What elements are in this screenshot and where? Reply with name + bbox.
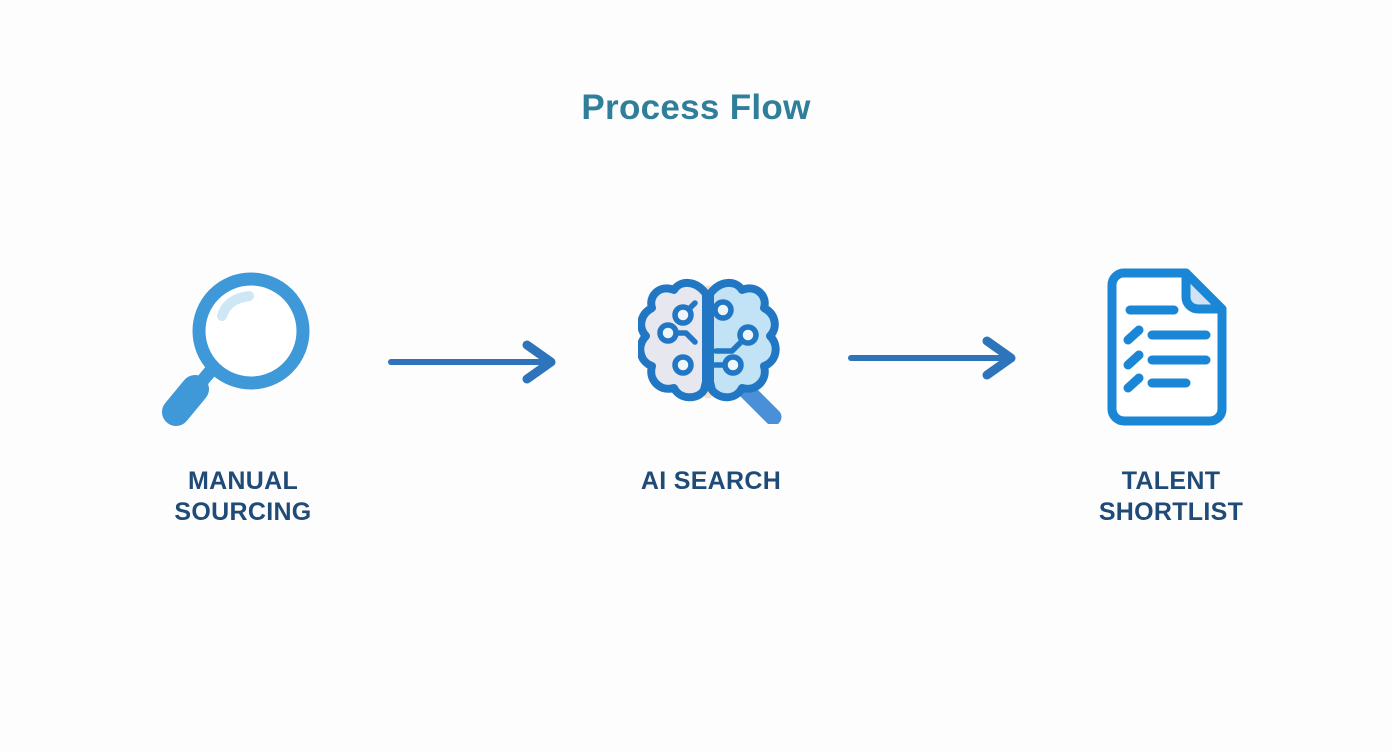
stage-label-line: MANUAL xyxy=(187,467,299,495)
stage-label-talent-shortlist: TALENT SHORTLIST xyxy=(1041,466,1301,528)
stage-label-line: SOURCING xyxy=(174,498,312,526)
right-arrow-icon xyxy=(848,336,1016,380)
stage-label-ai-search: AI SEARCH xyxy=(581,466,841,497)
stage-label-manual-sourcing: MANUAL SOURCING xyxy=(113,466,373,528)
stage-label-line: AI SEARCH xyxy=(640,467,782,495)
right-arrow-icon xyxy=(388,340,556,384)
ai-brain-magnifier-icon xyxy=(638,279,782,424)
document-checklist-icon xyxy=(1107,268,1227,426)
stage-label-line: TALENT xyxy=(1121,467,1221,495)
magnifying-glass-icon xyxy=(162,272,310,426)
stage-label-line: SHORTLIST xyxy=(1098,498,1244,526)
page-title: Process Flow xyxy=(581,88,811,127)
